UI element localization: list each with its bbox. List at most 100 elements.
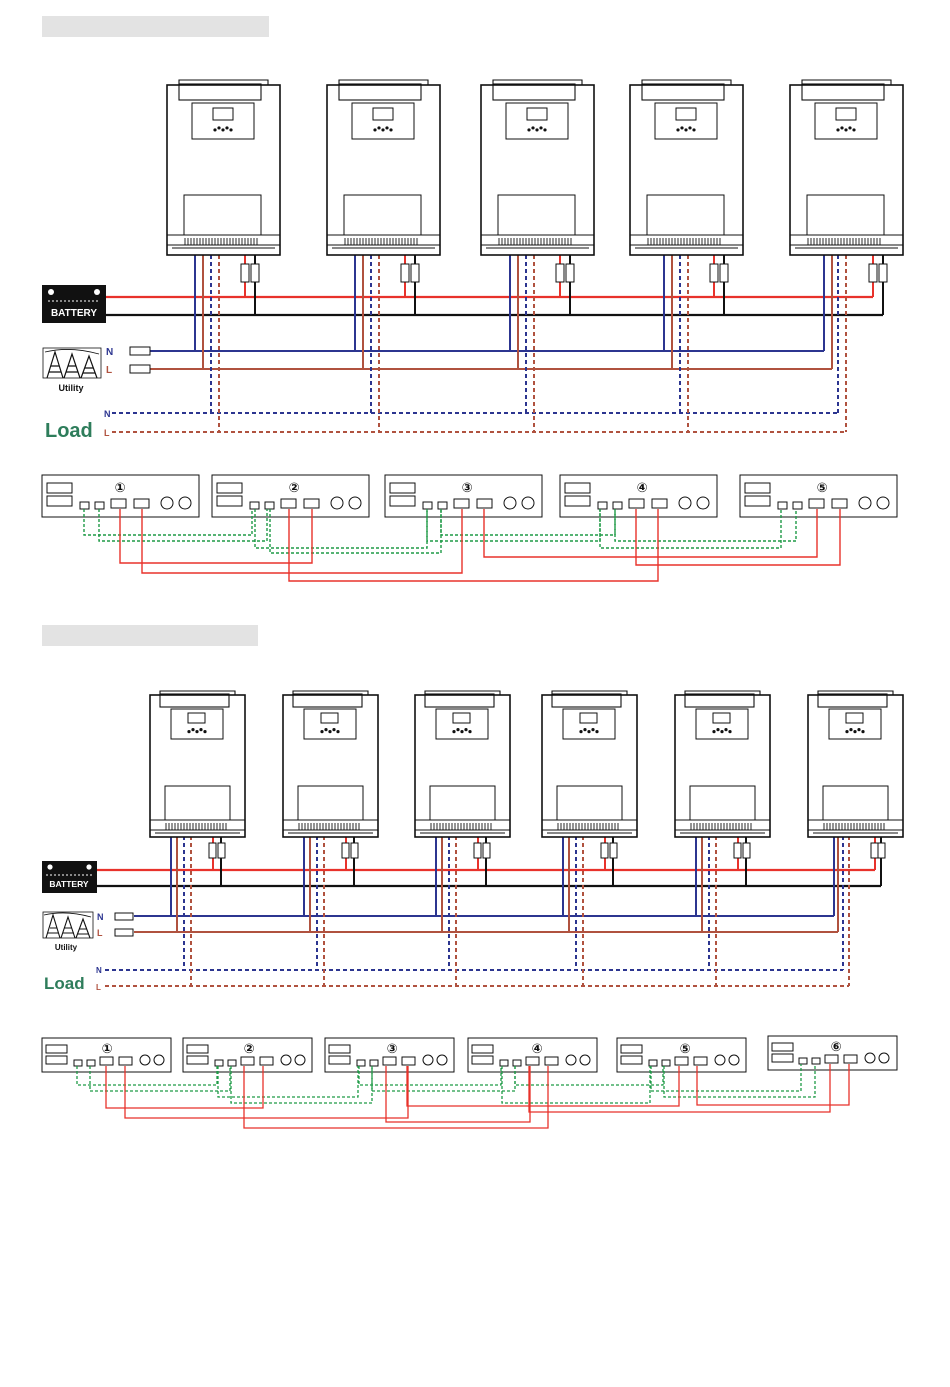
utility-label: Utility (58, 383, 83, 393)
indicator-led-icon (680, 126, 683, 129)
parallel-cables (120, 509, 840, 581)
utility-tower-icon: Utility (43, 348, 101, 393)
indicator-led-icon (452, 730, 455, 733)
unit-number: ⑤ (679, 1042, 690, 1057)
indicator-led-icon (861, 730, 864, 733)
unit-number: ② (288, 481, 299, 496)
battery-label: BATTERY (49, 879, 89, 889)
indicator-led-icon (456, 728, 459, 731)
indicator-led-icon (836, 128, 839, 131)
inverter-6 (808, 691, 903, 986)
indicator-led-icon (583, 728, 586, 731)
indicator-led-icon (724, 728, 727, 731)
inverter-3 (415, 691, 510, 986)
indicator-led-icon (853, 730, 856, 733)
indicator-led-icon (213, 128, 216, 131)
inverter-4 (630, 80, 743, 432)
indicator-led-icon (373, 128, 376, 131)
indicator-led-icon (531, 126, 534, 129)
indicator-led-icon (857, 728, 860, 731)
unit-number: ⑤ (816, 481, 827, 496)
battery-label: BATTERY (51, 308, 97, 319)
indicator-led-icon (591, 728, 594, 731)
indicator-led-icon (684, 128, 687, 131)
utility-n-label: N (97, 912, 104, 922)
comm-unit-5: ⑤ (740, 475, 897, 517)
inverter-2 (283, 691, 378, 986)
inverter-1 (167, 80, 280, 432)
indicator-led-icon (221, 128, 224, 131)
indicator-led-icon (385, 126, 388, 129)
indicator-led-icon (195, 730, 198, 733)
indicator-led-icon (191, 728, 194, 731)
inverter-5 (790, 80, 903, 432)
indicator-led-icon (728, 730, 731, 733)
indicator-led-icon (332, 728, 335, 731)
indicator-led-icon (377, 126, 380, 129)
comm-unit-4: ④ (560, 475, 717, 517)
indicator-led-icon (199, 728, 202, 731)
unit-number: ③ (386, 1042, 397, 1057)
load-n-label: N (104, 409, 111, 419)
utility-n-label: N (106, 347, 113, 358)
indicator-led-icon (845, 730, 848, 733)
comm-unit-3: ③ (385, 475, 542, 517)
section-header-bar (42, 16, 269, 37)
comm-unit-4: ④ (468, 1038, 597, 1072)
inverter-5 (675, 691, 770, 986)
comm-unit-3: ③ (325, 1038, 454, 1072)
section-1: BATTERY Utility N L N L Load ① (42, 16, 903, 581)
inverter-4 (542, 691, 637, 986)
indicator-led-icon (535, 128, 538, 131)
indicator-led-icon (848, 126, 851, 129)
unit-number: ④ (636, 481, 647, 496)
indicator-led-icon (336, 730, 339, 733)
indicator-led-icon (217, 126, 220, 129)
comm-unit-2: ② (212, 475, 369, 517)
load-l-label: L (104, 428, 110, 438)
unit-number: ② (243, 1042, 254, 1057)
indicator-led-icon (579, 730, 582, 733)
unit-number: ① (114, 481, 125, 496)
load-label: Load (44, 974, 85, 993)
indicator-led-icon (468, 730, 471, 733)
indicator-led-icon (539, 126, 542, 129)
indicator-led-icon (324, 728, 327, 731)
indicator-led-icon (720, 730, 723, 733)
section-header-bar (42, 625, 258, 646)
battery-icon: BATTERY (42, 861, 97, 893)
section-2: BATTERY Utility N L N L Load ① (42, 625, 903, 1128)
battery-icon: BATTERY (42, 285, 106, 323)
indicator-led-icon (381, 128, 384, 131)
indicator-led-icon (840, 126, 843, 129)
unit-number: ⑥ (830, 1040, 841, 1055)
indicator-led-icon (692, 128, 695, 131)
breaker-icon (115, 913, 133, 936)
indicator-led-icon (320, 730, 323, 733)
indicator-led-icon (712, 730, 715, 733)
indicator-led-icon (852, 128, 855, 131)
load-n-label: N (96, 966, 102, 975)
utility-tower-icon: Utility (43, 912, 93, 952)
indicator-led-icon (688, 126, 691, 129)
utility-label: Utility (55, 943, 78, 952)
utility-l-label: L (106, 365, 112, 376)
indicator-led-icon (543, 128, 546, 131)
indicator-led-icon (225, 126, 228, 129)
inverter-2 (327, 80, 440, 432)
indicator-led-icon (187, 730, 190, 733)
breaker-icon (130, 347, 150, 373)
indicator-led-icon (849, 728, 852, 731)
unit-number: ① (101, 1042, 112, 1057)
comm-unit-6: ⑥ (768, 1036, 897, 1070)
indicator-led-icon (527, 128, 530, 131)
indicator-led-icon (460, 730, 463, 733)
indicator-led-icon (203, 730, 206, 733)
indicator-led-icon (389, 128, 392, 131)
unit-number: ④ (531, 1042, 542, 1057)
load-label: Load (45, 420, 93, 442)
indicator-led-icon (716, 728, 719, 731)
indicator-led-icon (676, 128, 679, 131)
indicator-led-icon (587, 730, 590, 733)
